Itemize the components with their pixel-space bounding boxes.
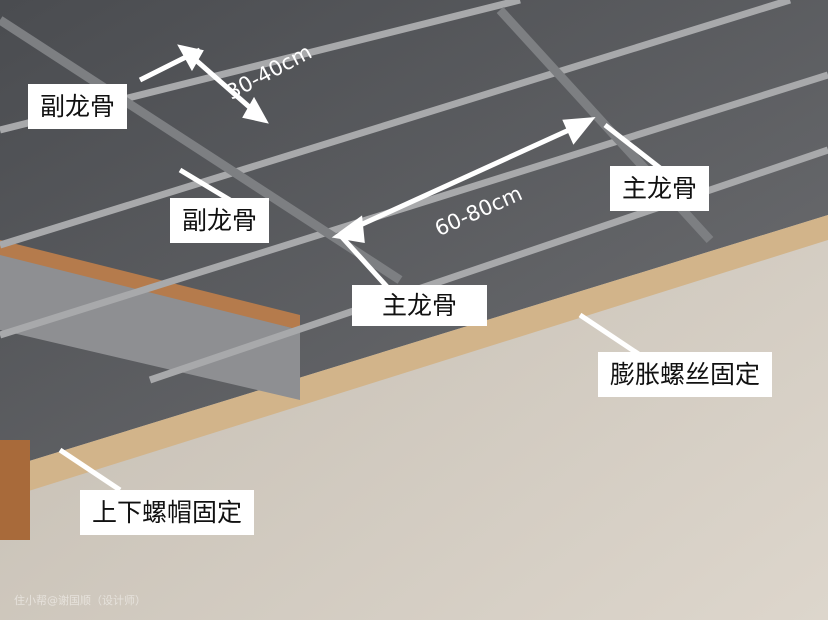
- label-nut-fixing: 上下螺帽固定: [80, 490, 255, 535]
- pipe: [0, 440, 30, 540]
- wood-batten: [0, 215, 828, 500]
- label-secondary-keel: 副龙骨: [28, 84, 128, 129]
- label-main-keel: 主龙骨: [610, 166, 710, 211]
- secondary-keels: [0, 0, 828, 384]
- label-main-keel: 主龙骨: [352, 285, 488, 326]
- label-secondary-keel: 副龙骨: [170, 198, 270, 243]
- beam: [0, 250, 300, 400]
- label-expansion-screw: 膨胀螺丝固定: [598, 352, 773, 397]
- pointer-lines: [58, 44, 662, 493]
- watermark: 住小帮@谢国顺（设计师）: [14, 594, 146, 607]
